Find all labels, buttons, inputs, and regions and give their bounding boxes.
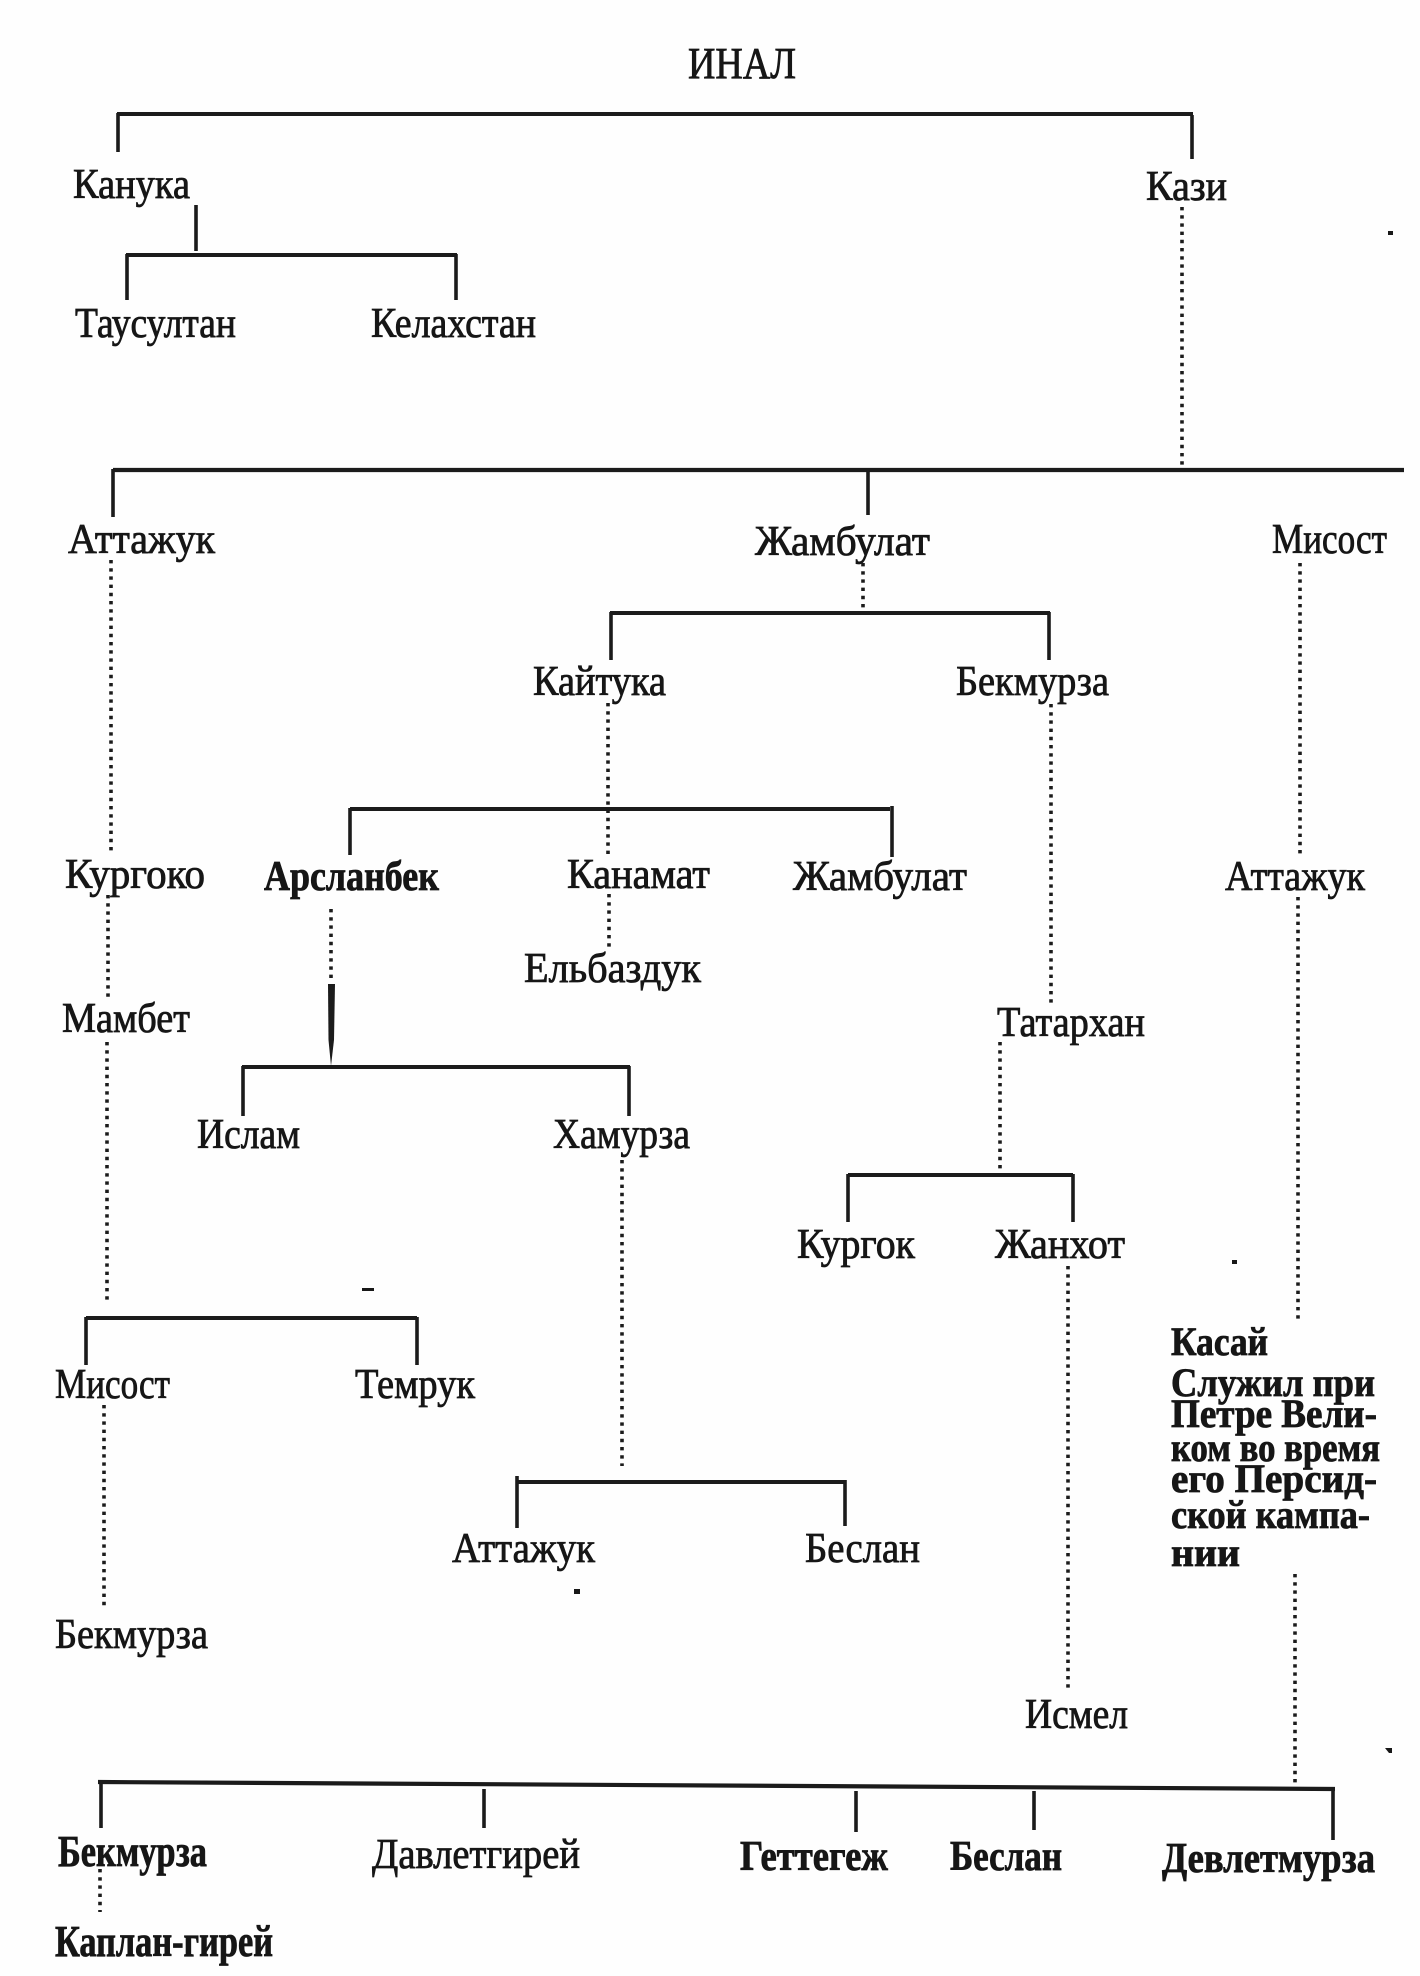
svg-text:Петре Вели-: Петре Вели-: [1171, 1391, 1377, 1436]
svg-text:Хамурза: Хамурза: [553, 1112, 690, 1158]
svg-text:Жамбулат: Жамбулат: [755, 519, 930, 565]
svg-text:нии: нии: [1171, 1530, 1240, 1575]
svg-text:ИНАЛ: ИНАЛ: [688, 39, 796, 88]
svg-text:Таусултан: Таусултан: [75, 301, 236, 347]
svg-text:Аттажук: Аттажук: [1225, 854, 1366, 900]
svg-text:Кургок: Кургок: [797, 1222, 916, 1268]
svg-text:Исмел: Исмел: [1025, 1692, 1128, 1738]
svg-text:Кургоко: Кургоко: [65, 852, 205, 898]
svg-text:Мисост: Мисост: [1272, 517, 1387, 563]
svg-text:Жанхот: Жанхот: [995, 1222, 1125, 1268]
svg-text:Арсланбек: Арсланбек: [264, 854, 440, 900]
svg-text:Служил при: Служил при: [1171, 1360, 1375, 1405]
svg-text:Бекмурза: Бекмурза: [956, 659, 1109, 705]
svg-text:Канамат: Канамат: [567, 852, 710, 898]
svg-text:Аттажук: Аттажук: [68, 517, 216, 563]
svg-text:Темрук: Темрук: [355, 1362, 476, 1408]
svg-text:Мамбет: Мамбет: [62, 996, 190, 1042]
svg-text:Кази: Кази: [1146, 164, 1227, 210]
svg-text:ской кампа-: ской кампа-: [1171, 1492, 1370, 1537]
svg-text:Татархан: Татархан: [997, 1000, 1145, 1046]
svg-text:Кайтука: Кайтука: [533, 659, 666, 705]
svg-text:ком во время: ком во время: [1171, 1425, 1380, 1470]
svg-text:Мисост: Мисост: [55, 1362, 170, 1408]
svg-text:Ельбаздук: Ельбаздук: [524, 946, 702, 992]
svg-text:Девлетмурза: Девлетмурза: [1162, 1836, 1375, 1882]
svg-text:Жамбулат: Жамбулат: [793, 854, 967, 900]
svg-text:Касай: Касай: [1171, 1319, 1268, 1364]
svg-text:Аттажук: Аттажук: [452, 1526, 596, 1572]
svg-text:Беслан: Беслан: [805, 1526, 920, 1572]
svg-text:Геттегеж: Геттегеж: [740, 1834, 888, 1880]
svg-text:Канука: Канука: [73, 162, 190, 208]
svg-text:Давлетгирей: Давлетгирей: [372, 1832, 580, 1878]
svg-text:Келахстан: Келахстан: [371, 301, 536, 347]
svg-text:Беслан: Беслан: [950, 1834, 1062, 1880]
svg-text:Бекмурза: Бекмурза: [58, 1827, 207, 1876]
svg-text:Бекмурза: Бекмурза: [55, 1612, 208, 1658]
svg-text:Ислам: Ислам: [197, 1112, 300, 1158]
svg-text:его Персид-: его Персид-: [1171, 1456, 1377, 1501]
svg-text:Каплан-гирей: Каплан-гирей: [55, 1917, 273, 1966]
